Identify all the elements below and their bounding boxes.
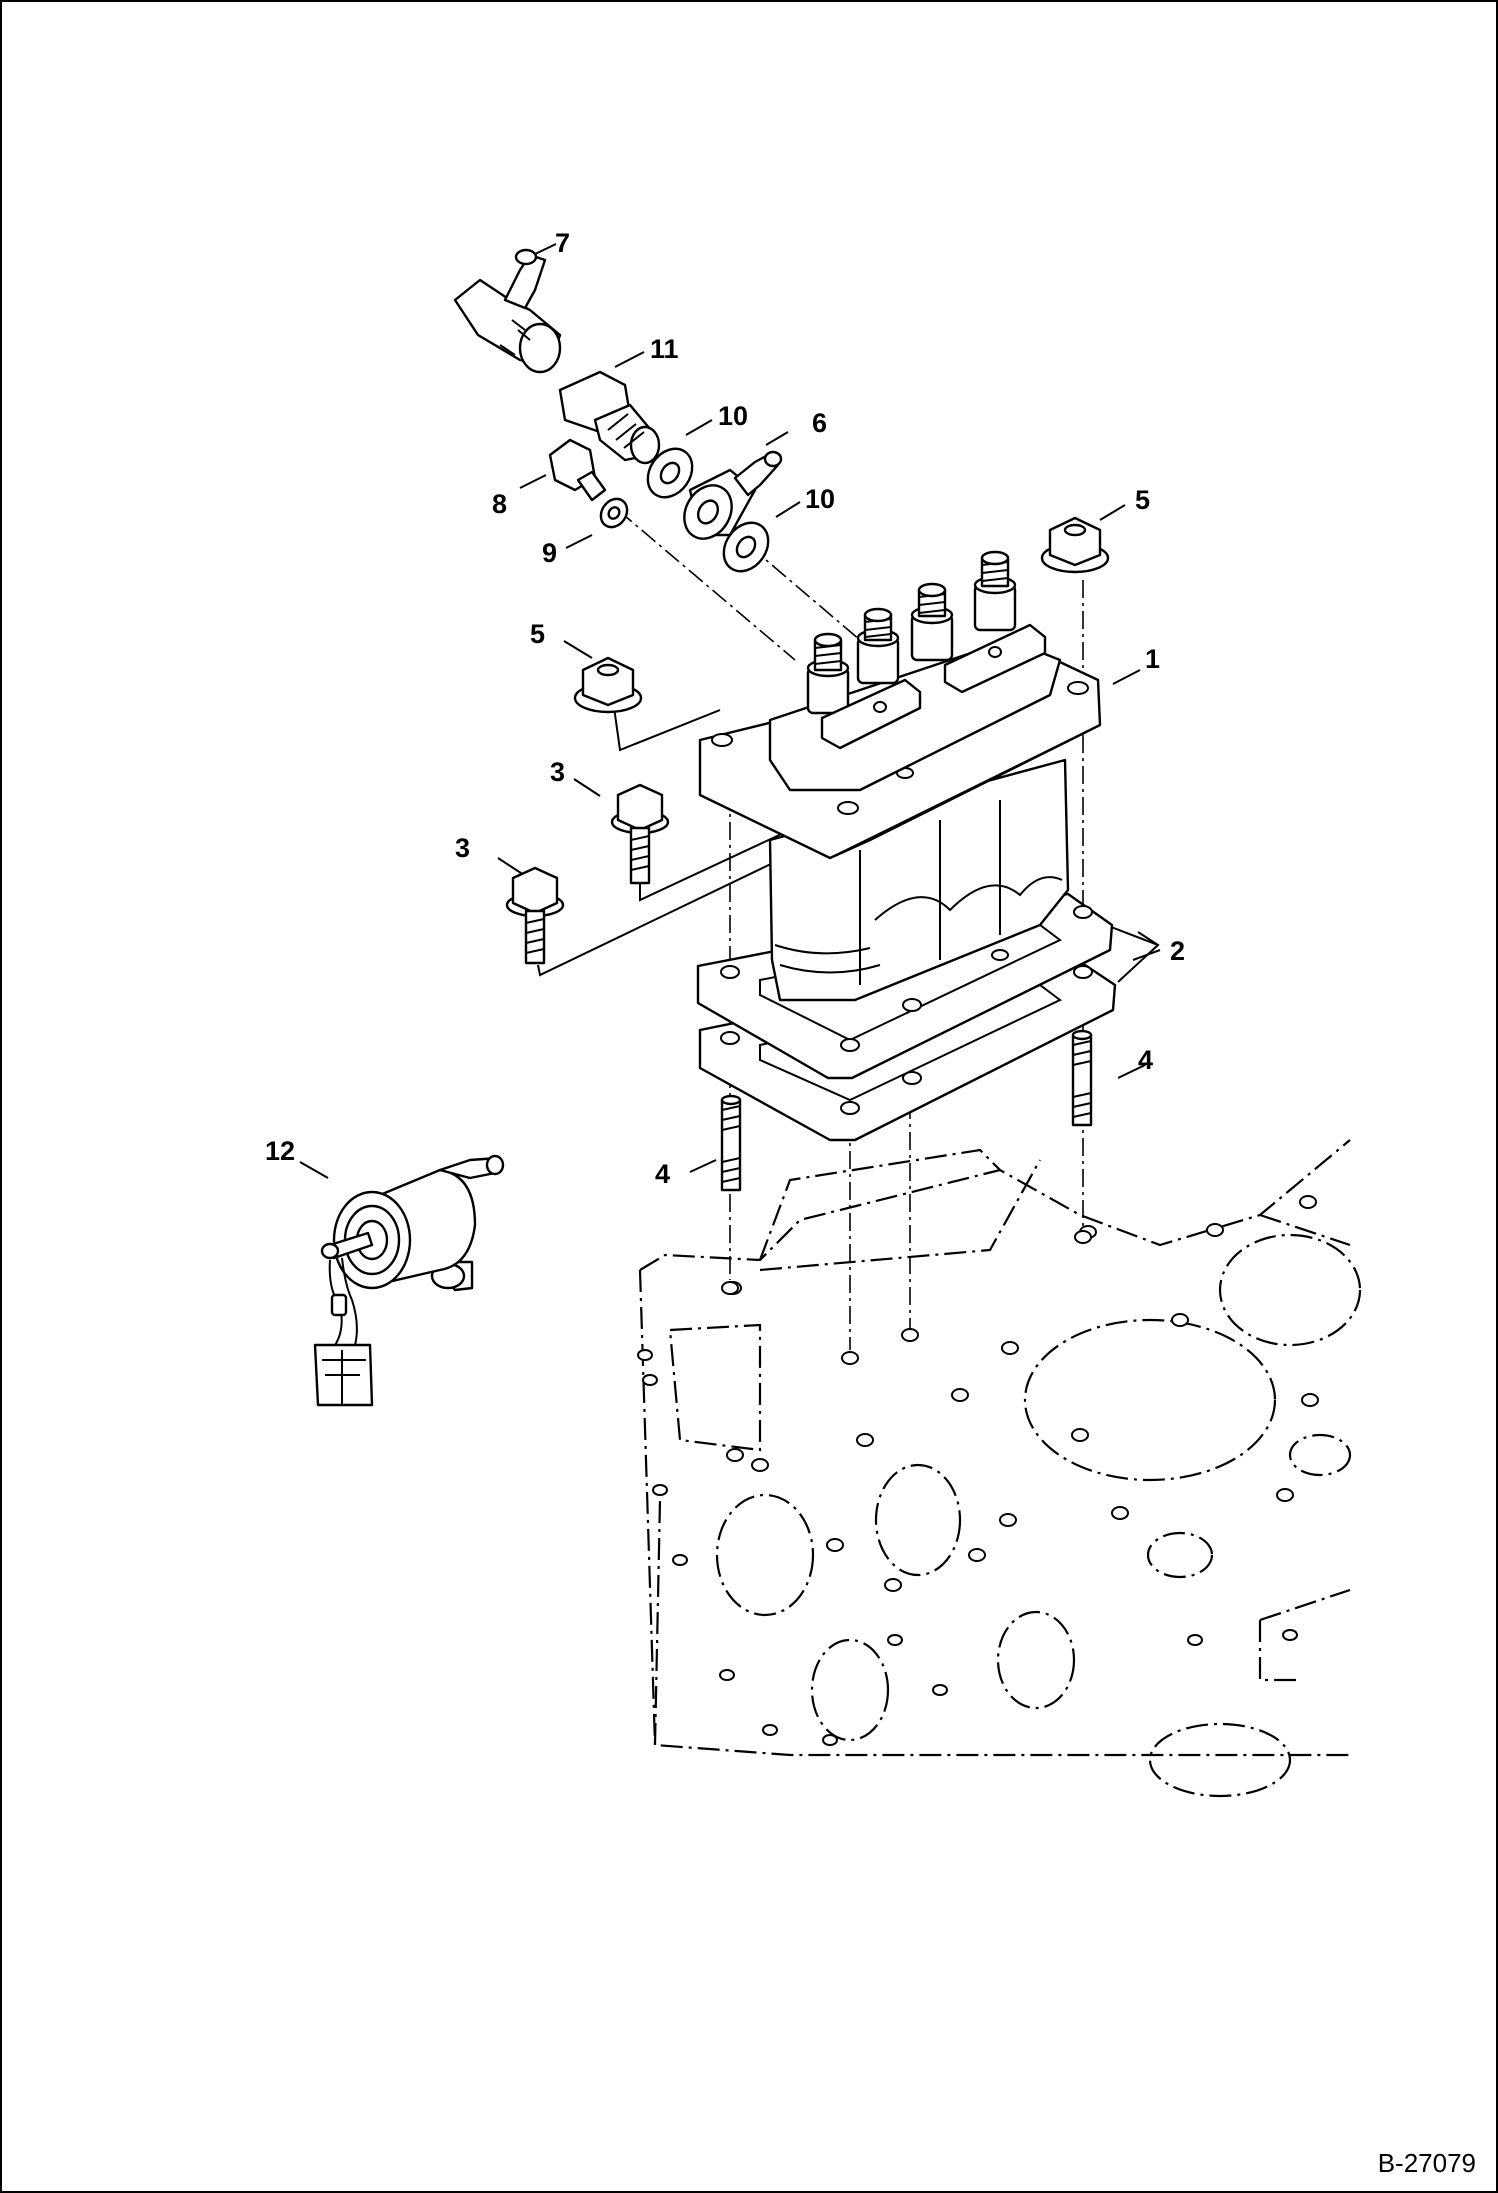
- callout-8: 8: [492, 489, 507, 519]
- mounting-bolt-lower: [505, 866, 565, 965]
- banjo-fitting: [683, 450, 783, 540]
- banjo-bolt: [558, 370, 661, 465]
- sealing-washer: [599, 497, 629, 529]
- stud-left: [720, 1094, 742, 1192]
- callout-3-lower: 3: [455, 833, 470, 863]
- callout-3-upper: 3: [550, 757, 565, 787]
- flange-nut-left: [573, 656, 643, 714]
- callout-9: 9: [542, 538, 557, 568]
- delivery-valve-holders: [806, 550, 1017, 715]
- drawing-reference-number: B-27079: [1378, 2148, 1476, 2178]
- block-holes: [637, 1195, 1319, 1746]
- callout-5-left: 5: [530, 619, 545, 649]
- elbow-fitting: [453, 248, 562, 374]
- callout-10-lower: 10: [805, 484, 835, 514]
- callout-7: 7: [555, 228, 570, 258]
- electric-fuel-pump: [313, 1154, 505, 1407]
- mounting-bolt-upper: [610, 783, 670, 885]
- copper-washer-lower: [722, 521, 770, 573]
- fuel-injection-pump: [698, 550, 1102, 1002]
- callout-4-left: 4: [655, 1159, 670, 1189]
- callout-6: 6: [812, 408, 827, 438]
- bleeder-screw: [548, 438, 607, 502]
- stud-right: [1071, 1029, 1093, 1127]
- callout-1: 1: [1145, 644, 1160, 674]
- callout-11: 11: [650, 334, 679, 364]
- callout-2: 2: [1170, 936, 1185, 966]
- callout-5-right: 5: [1135, 485, 1150, 515]
- copper-washer-upper: [646, 447, 694, 499]
- leader-lines: [299, 243, 1161, 1179]
- flange-nut-right: [1040, 516, 1110, 574]
- callout-12: 12: [265, 1136, 295, 1166]
- engine-block: [637, 1139, 1362, 1798]
- callout-4-right: 4: [1138, 1045, 1153, 1075]
- callout-10-upper: 10: [718, 401, 748, 431]
